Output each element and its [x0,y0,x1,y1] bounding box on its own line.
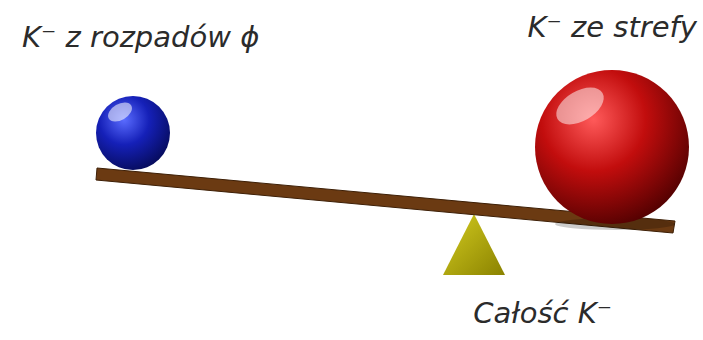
highlight [550,80,610,132]
label-text: K⁻ z rozpadów ϕ [22,20,259,55]
fulcrum [443,214,505,275]
highlight [105,99,136,126]
label-text: K⁻ ze strefy [528,10,697,45]
red-ball [535,70,689,224]
label-text: Całość K⁻ [473,296,612,331]
blue-ball [96,96,170,170]
